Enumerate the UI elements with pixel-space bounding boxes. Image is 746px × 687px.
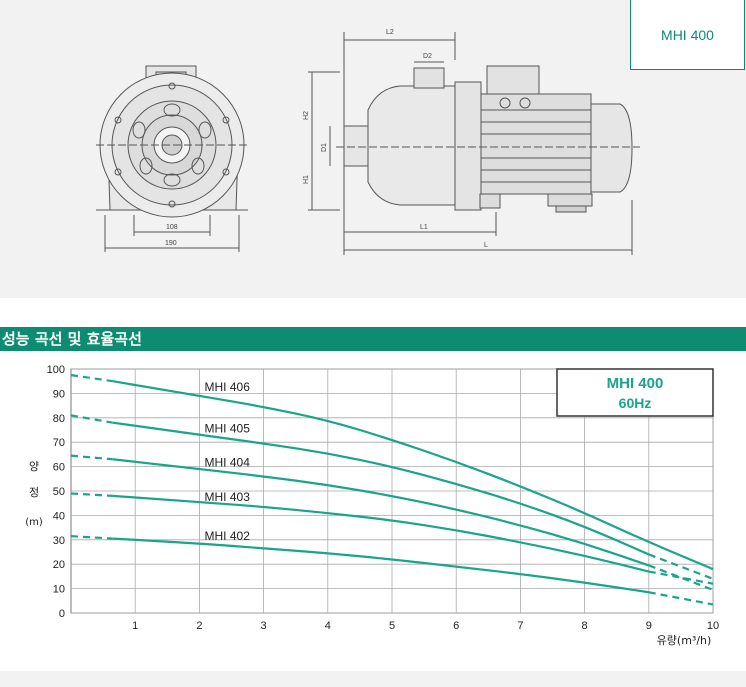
chart-title-box: MHI 400 60Hz — [556, 368, 714, 417]
series-line — [112, 421, 650, 556]
chart-grid — [70, 368, 714, 614]
dim-label-h2: H2 — [303, 111, 310, 120]
model-label-box: MHI 400 — [630, 0, 745, 70]
series-line — [112, 494, 650, 573]
series-line-extension — [70, 492, 113, 497]
y-tick-label: 100 — [47, 364, 65, 376]
x-tick-label: 5 — [389, 620, 395, 632]
chart-title: MHI 400 — [607, 375, 664, 392]
pump-dimension-drawings: 108 190 — [96, 29, 640, 255]
series-line-extension — [648, 591, 714, 606]
y-tick-label: 0 — [59, 608, 65, 620]
y-tick-label: 30 — [53, 535, 65, 547]
chart-axes: 0 10 20 30 40 50 60 70 80 90 100 1 2 3 4 5 6 7 8 9 10 — [47, 364, 719, 632]
footer-strip — [0, 671, 746, 687]
y-axis-label-part: 정 — [29, 486, 39, 499]
y-axis-label-part: 양 — [29, 460, 39, 473]
x-tick-label: 7 — [517, 620, 523, 632]
series-line-extension — [648, 570, 714, 585]
x-tick-label: 9 — [646, 620, 652, 632]
series-line-extension — [648, 553, 714, 580]
series-line-extension — [70, 374, 113, 383]
series-label: MHI 404 — [205, 456, 251, 470]
dim-label-190: 190 — [165, 240, 177, 247]
y-tick-label: 60 — [53, 462, 65, 474]
dim-label-d1: D1 — [321, 143, 328, 152]
series-line-extension — [70, 454, 113, 461]
series-label: MHI 406 — [205, 380, 251, 394]
x-tick-label: 4 — [325, 620, 331, 632]
section-title: 성능 곡선 및 효율곡선 — [0, 327, 746, 351]
pump-side-view — [308, 32, 640, 255]
series-line — [112, 380, 714, 571]
y-tick-label: 20 — [53, 559, 65, 571]
y-tick-label: 10 — [53, 584, 65, 596]
dim-label-d2: D2 — [423, 53, 432, 60]
x-axis-label: 유량(m³/h) — [657, 634, 712, 647]
series-label: MHI 405 — [205, 421, 251, 435]
y-axis-label-part: (m) — [25, 517, 43, 528]
x-tick-label: 8 — [582, 620, 588, 632]
chart-title-frame — [556, 368, 714, 417]
dim-label-l2: L2 — [386, 29, 394, 36]
series-line — [112, 458, 650, 567]
series-line-extension — [70, 535, 113, 540]
drawing-area: 108 190 — [0, 0, 746, 298]
chart-subtitle: 60Hz — [619, 395, 652, 411]
dim-label-l1: L1 — [420, 224, 428, 231]
performance-curve-chart: 0 10 20 30 40 50 60 70 80 90 100 1 2 3 4 5 6 7 8 9 10 MHI 40… — [25, 364, 719, 647]
series-label: MHI 403 — [205, 490, 251, 504]
x-tick-label: 6 — [453, 620, 459, 632]
dim-label-108: 108 — [166, 224, 178, 231]
dim-label-l: L — [484, 242, 488, 249]
x-tick-label: 1 — [132, 620, 138, 632]
series-label: MHI 402 — [205, 529, 251, 543]
series-line-extension — [648, 564, 714, 591]
series-line-extension — [70, 414, 113, 424]
y-tick-label: 70 — [53, 437, 65, 449]
x-tick-label: 3 — [261, 620, 267, 632]
pump-front-view — [96, 65, 248, 252]
y-tick-label: 80 — [53, 413, 65, 425]
y-tick-label: 50 — [53, 486, 65, 498]
dim-label-h1: H1 — [303, 175, 310, 184]
x-tick-label: 2 — [196, 620, 202, 632]
y-tick-label: 90 — [53, 388, 65, 400]
performance-chart-area: 0 10 20 30 40 50 60 70 80 90 100 1 2 3 4 5 6 7 8 9 10 MHI 40… — [0, 351, 746, 671]
y-tick-label: 40 — [53, 510, 65, 522]
x-tick-label: 10 — [707, 620, 719, 632]
series-line — [112, 537, 649, 594]
